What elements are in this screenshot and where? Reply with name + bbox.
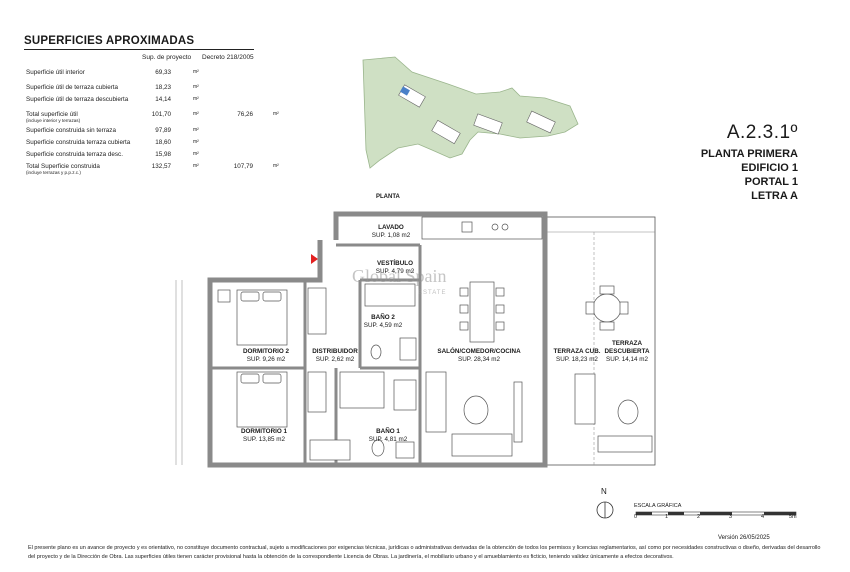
terrace-furniture xyxy=(574,285,653,453)
room-terraza-descubierta: TERRAZA DESCUBIERTA SUP. 14,14 m2 xyxy=(604,340,650,363)
surface-value: 97,89 xyxy=(155,127,171,134)
surfaces-title-rule xyxy=(24,49,254,50)
plan-label: PLANTA xyxy=(376,194,400,200)
scale-tick: 0 xyxy=(634,514,638,520)
surfaces-title: SUPERFICIES APROXIMADAS xyxy=(24,35,195,47)
wardrobe xyxy=(307,287,327,335)
surface-label: Superficie construida terraza cubierta xyxy=(26,139,131,146)
room-salon-comedor-cocina: SALÓN/COMEDOR/COCINA SUP. 28,34 m2 xyxy=(437,348,521,363)
surface-unit: m² xyxy=(193,163,199,169)
sofa xyxy=(425,371,523,457)
site-unit-highlight xyxy=(400,86,410,96)
room-vestibulo: VESTÍBULO SUP. 4,79 m2 xyxy=(375,260,415,275)
unit-floor: PLANTA PRIMERA xyxy=(700,148,798,160)
scale-label: ESCALA GRÁFICA xyxy=(634,503,682,509)
surface-value-decreto: 76,26 xyxy=(237,111,253,118)
scale-tick: 3 xyxy=(729,514,733,520)
site-building xyxy=(526,110,556,134)
surface-sublabel: (incluye interior y terrazas) xyxy=(26,118,81,123)
scale-tick: 1 xyxy=(665,514,669,520)
unit-portal: PORTAL 1 xyxy=(744,176,798,188)
site-building xyxy=(431,119,461,145)
surface-unit: m² xyxy=(193,151,199,157)
room-distribuidor: DISTRIBUIDOR SUP. 2,62 m2 xyxy=(312,348,358,363)
scale-tick: 5m xyxy=(789,514,797,520)
surface-label: Superficie construida sin terraza xyxy=(26,127,116,134)
room-dormitorio-2: DORMITORIO 2 SUP. 9,26 m2 xyxy=(242,348,290,363)
room-bano-1: BAÑO 1 SUP. 4,81 m2 xyxy=(368,428,408,443)
surface-label: Total superficie útil xyxy=(26,111,78,118)
bed-dormitorio-2 xyxy=(217,289,288,346)
surface-label: Superficie construida terraza desc. xyxy=(26,151,123,158)
scale-tick: 4 xyxy=(761,514,765,520)
room-dormitorio-1: DORMITORIO 1 SUP. 13,85 m2 xyxy=(240,428,288,443)
disclaimer-text: El presente plano es un avance de proyec… xyxy=(28,545,821,560)
surface-value: 15,98 xyxy=(155,151,171,158)
scale-bar xyxy=(635,511,797,516)
surface-value: 18,23 xyxy=(155,84,171,91)
room-bano-2: BAÑO 2 SUP. 4,59 m2 xyxy=(363,314,403,329)
surface-unit: m² xyxy=(193,96,199,102)
scale-tick: 2 xyxy=(697,514,701,520)
surface-unit: m² xyxy=(193,111,199,117)
col-decreto-header: Decreto 218/2005 xyxy=(202,54,254,61)
site-building xyxy=(473,113,503,135)
unit-letter: LETRA A xyxy=(751,190,798,202)
surface-unit-decreto: m² xyxy=(273,111,279,117)
dining-table xyxy=(459,281,505,343)
bath-fixtures xyxy=(339,283,417,459)
surface-unit: m² xyxy=(193,84,199,90)
surface-value: 14,14 xyxy=(155,96,171,103)
surface-label: Superficie útil de terraza cubierta xyxy=(26,84,119,91)
version-label: Versión 26/05/2025 xyxy=(718,535,770,541)
surface-unit: m² xyxy=(193,139,199,145)
unit-code: A.2.3.1º xyxy=(726,122,798,143)
surface-value: 18,60 xyxy=(155,139,171,146)
surface-label: Superficie útil de terraza descubierta xyxy=(26,96,129,103)
surface-value-decreto: 107,79 xyxy=(233,163,253,170)
kitchen xyxy=(421,216,543,240)
unit-building: EDIFICIO 1 xyxy=(741,162,798,174)
surface-unit-decreto: m² xyxy=(273,163,279,169)
room-lavado: LAVADO SUP. 1,08 m2 xyxy=(371,224,411,239)
room-terraza-cubierta: TERRAZA CUB. SUP. 18,23 m2 xyxy=(553,348,601,363)
surface-value: 132,57 xyxy=(151,163,171,170)
watermark-logo: Global Spain xyxy=(352,266,447,286)
surface-unit: m² xyxy=(193,127,199,133)
col-proyecto-header: Sup. de proyecto xyxy=(142,54,192,61)
wardrobe xyxy=(307,371,327,413)
north-label: N xyxy=(601,487,607,496)
surface-sublabel: (incluye terrazas y p.p.z.c.) xyxy=(26,170,81,175)
interior-walls xyxy=(210,243,422,465)
site-plan-area xyxy=(362,56,579,169)
surface-value: 101,70 xyxy=(151,111,171,118)
watermark-sub: ESTATE xyxy=(418,290,447,296)
unit-location: PLANTA PRIMERA EDIFICIO 1 PORTAL 1 LETRA… xyxy=(701,147,798,203)
entrance-arrow xyxy=(311,254,318,264)
bed-dormitorio-1 xyxy=(236,371,288,428)
surface-value: 69,33 xyxy=(155,69,171,76)
surface-label: Total Superficie construida xyxy=(26,163,100,170)
surface-label: Superficie útil interior xyxy=(26,69,85,76)
outer-walls xyxy=(207,211,548,468)
surface-unit: m² xyxy=(193,69,199,75)
